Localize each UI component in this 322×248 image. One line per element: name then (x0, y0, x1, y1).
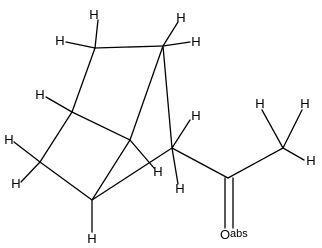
oxygen-atom-label: O (220, 227, 230, 242)
bond-c3-c4 (71, 111, 131, 141)
bond-c9-h3 (282, 147, 305, 161)
h-atom-label: H (255, 96, 264, 111)
h-atom-label: H (4, 132, 13, 147)
h-atom-label: H (153, 164, 162, 179)
atom-labels: H H H H H H H H H H H H H H O abs (4, 7, 315, 246)
bond-c5-c8 (171, 147, 229, 179)
bond-c6-h2 (20, 161, 41, 183)
bond-c2-h-right (162, 41, 191, 47)
bond-c6-h1 (13, 141, 41, 163)
bond-c5-h (171, 147, 179, 185)
bond-c1-c2 (94, 45, 164, 49)
h-atom-label: H (191, 108, 200, 123)
h-atom-label: H (35, 87, 44, 102)
bond-c4-h (129, 139, 155, 169)
bonds (13, 19, 305, 233)
bond-c9-h2 (282, 109, 303, 149)
bond-c3-h (45, 96, 73, 113)
bond-c5-h-upper (171, 119, 191, 149)
bond-c5-c7 (91, 147, 173, 201)
bond-c2-c5 (162, 45, 173, 149)
bond-c1-c3 (71, 47, 96, 113)
bond-c1-h2 (94, 19, 99, 49)
bond-c6-c7 (39, 161, 93, 201)
bond-c8-c9 (227, 147, 284, 179)
h-atom-label: H (175, 181, 184, 196)
h-atom-label: H (300, 96, 309, 111)
h-atom-label: H (176, 10, 185, 25)
bond-c9-h1 (261, 109, 284, 149)
h-atom-label: H (11, 176, 20, 191)
abs-stereo-label: abs (230, 228, 248, 240)
h-atom-label: H (87, 231, 96, 246)
bond-c3-c6 (39, 111, 73, 163)
bond-c4-c7 (91, 139, 131, 201)
bond-c2-h (162, 21, 179, 47)
h-atom-label: H (306, 153, 315, 168)
h-atom-label: H (191, 34, 200, 49)
bond-c2-c4 (129, 45, 164, 141)
h-atom-label: H (89, 7, 98, 22)
bond-c1-h1 (65, 41, 96, 49)
h-atom-label: H (55, 33, 64, 48)
